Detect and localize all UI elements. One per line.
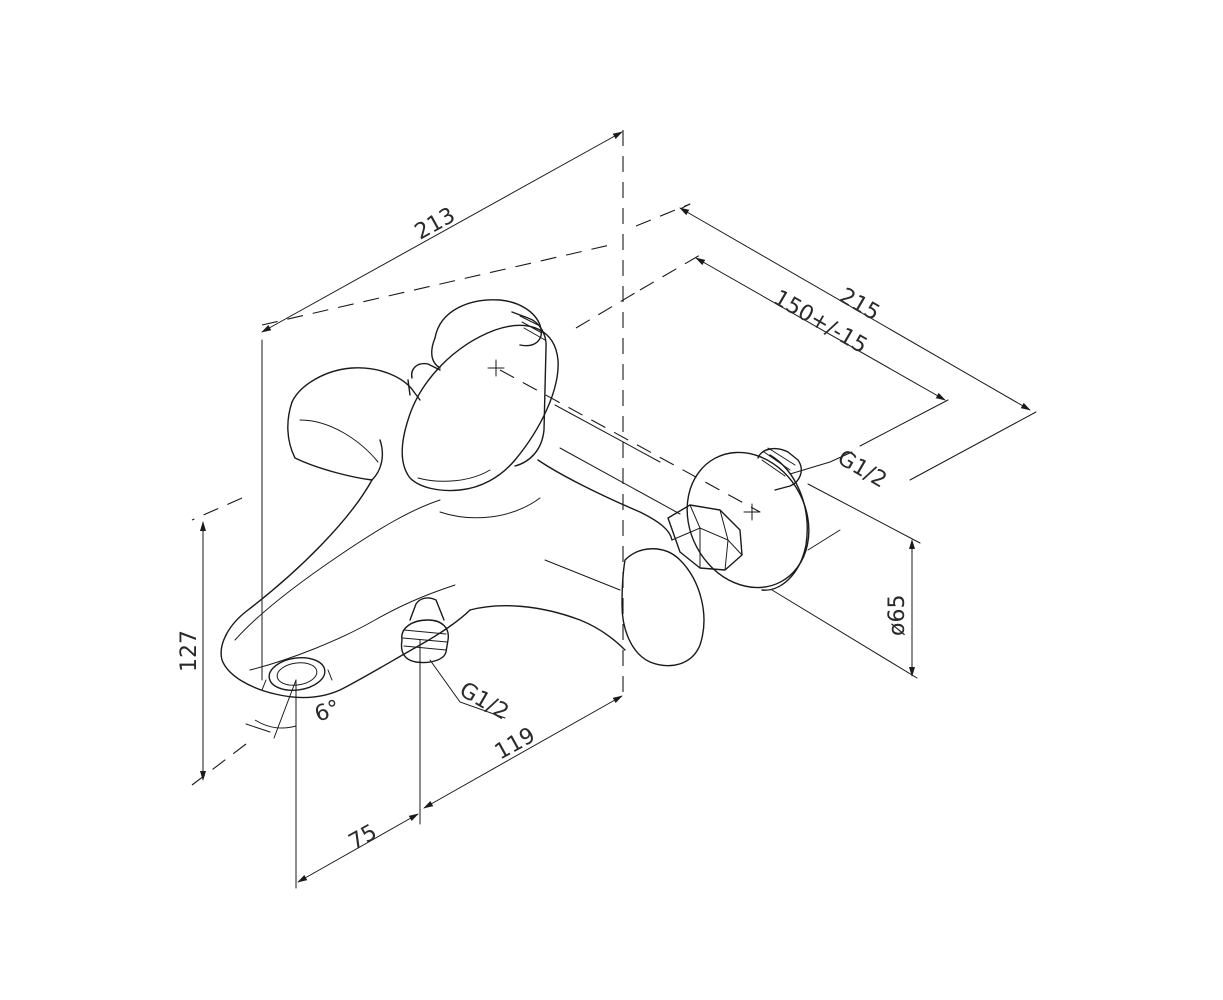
- label-213: 213: [411, 203, 460, 245]
- label-119: 119: [491, 723, 540, 765]
- leader-g12-wall: [789, 451, 853, 475]
- dimension-labels: 213 215 150+/-15 127 ø65 75 119 6° G1/2 …: [177, 203, 910, 855]
- dim-arc-6deg: [254, 719, 297, 729]
- extension-lines: [191, 203, 1037, 786]
- label-127: 127: [177, 630, 202, 672]
- dim-line-213: [261, 131, 623, 333]
- bottom-outlet-thread: [400, 619, 449, 664]
- dim-line-150: [695, 257, 946, 401]
- dim-line-75: [297, 813, 419, 883]
- body-end-cap: [621, 548, 705, 667]
- rosette: [686, 451, 810, 589]
- label-g12-wall: G1/2: [833, 446, 891, 494]
- label-65: ø65: [885, 595, 910, 636]
- label-6deg: 6°: [312, 696, 344, 728]
- spout: [220, 479, 471, 699]
- spout-outlet: [268, 656, 326, 692]
- leader-g12-bottom: [429, 659, 506, 719]
- body-top: [291, 367, 421, 403]
- label-g12-bottom: G1/2: [455, 678, 513, 726]
- wall-thread: [757, 447, 802, 491]
- lever-handle: [401, 324, 559, 492]
- dim-line-119: [423, 695, 623, 809]
- dimension-lines: [200, 131, 1031, 883]
- faucet-outline: [220, 299, 810, 699]
- axis-lines: [261, 130, 761, 889]
- label-75: 75: [345, 820, 382, 855]
- handle-disc: [434, 299, 542, 347]
